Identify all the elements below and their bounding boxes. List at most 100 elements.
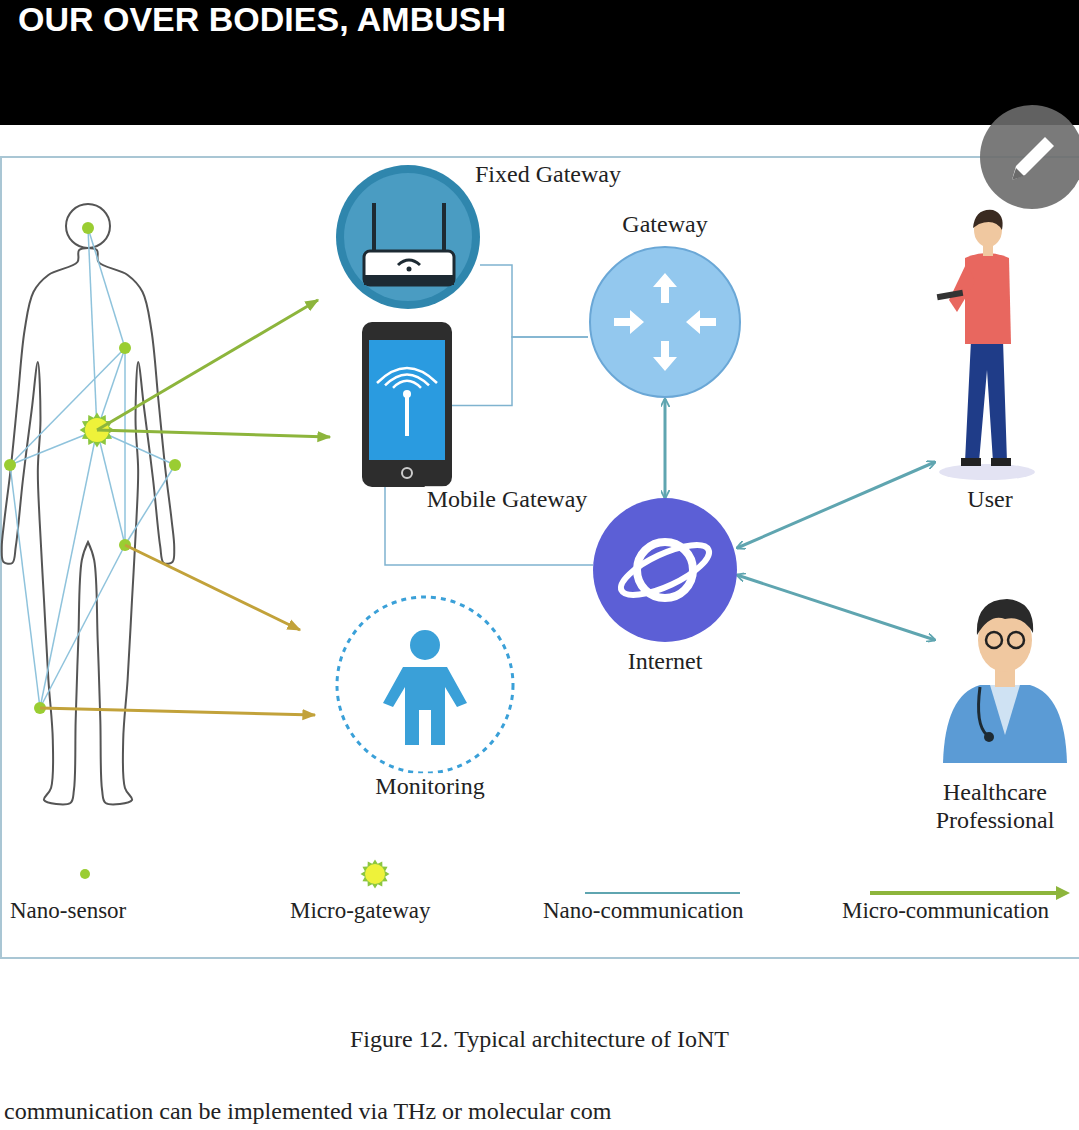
micro-link — [40, 708, 315, 715]
router-body — [364, 251, 454, 285]
node-label: Mobile Gateway — [425, 486, 590, 514]
node-label: Fixed Gateway — [473, 161, 623, 189]
legend-sample — [870, 886, 1070, 900]
legend-sample — [585, 893, 740, 894]
legend-label: Nano-communication — [543, 898, 744, 924]
gateway-disc — [344, 173, 472, 301]
nano-link — [125, 465, 175, 545]
coat — [943, 685, 1067, 763]
nano-link — [88, 228, 125, 348]
edit-button — [980, 105, 1079, 209]
nano-link — [10, 348, 125, 465]
shadow — [939, 464, 1035, 480]
body-text: communication can be implemented via THz… — [4, 1098, 611, 1126]
header-band — [0, 0, 1079, 125]
header-text: OUR OVER BODIES, AMBUSH — [18, 0, 506, 39]
figure-border — [0, 957, 1079, 959]
body-outline — [2, 248, 175, 804]
legend-arrowhead — [1056, 886, 1070, 900]
nano-sensor — [4, 459, 16, 471]
stethoscope — [979, 687, 987, 735]
router-base — [364, 275, 454, 285]
legend-label: Nano-sensor — [10, 898, 126, 924]
shirt — [965, 253, 1011, 344]
connector — [452, 337, 588, 406]
micro-gateway-rays — [361, 860, 390, 889]
internet-disc — [593, 498, 737, 642]
node-icon — [593, 498, 737, 642]
internet-cloud: Internet — [593, 498, 737, 642]
phone-button — [402, 468, 412, 478]
nano-link — [88, 228, 97, 430]
micro-gateway-core — [365, 864, 385, 884]
fixed-gateway: Fixed Gateway — [336, 165, 480, 309]
glasses — [986, 632, 1002, 648]
legend-arrow — [870, 891, 1066, 895]
monitor-ring — [337, 597, 513, 773]
connector — [664, 399, 667, 498]
hair — [973, 210, 1003, 230]
wifi-arc — [393, 381, 421, 388]
legend-sample — [80, 869, 90, 879]
nano-link — [40, 545, 125, 708]
mobile-gateway: Mobile Gateway — [362, 322, 452, 487]
node-icon — [588, 245, 742, 399]
arm — [949, 262, 975, 312]
wifi-dot — [403, 390, 411, 398]
connector — [737, 575, 935, 640]
node-label: Monitoring — [373, 773, 486, 801]
planet-ring — [615, 535, 716, 605]
antenna — [442, 203, 446, 257]
connector — [480, 265, 588, 337]
shoe — [961, 458, 981, 466]
gateway-disc — [590, 247, 740, 397]
connector — [385, 487, 593, 565]
node-icon — [935, 200, 1045, 480]
micro-link — [125, 545, 300, 630]
figure-body — [383, 667, 467, 745]
legend-line — [585, 892, 740, 894]
nano-link — [124, 348, 126, 545]
nano-link — [97, 430, 125, 545]
antenna — [372, 203, 376, 257]
antenna-bar — [405, 396, 409, 436]
micro-link — [97, 300, 318, 430]
wifi-arc — [398, 260, 420, 265]
nano-sensor — [169, 459, 181, 471]
legend-sample — [361, 860, 390, 889]
figure-border — [0, 156, 1079, 158]
tablet — [937, 290, 964, 300]
shirt — [990, 685, 1020, 735]
shoe — [991, 458, 1011, 466]
nano-sensor — [82, 222, 94, 234]
hair — [977, 599, 1033, 635]
routing-arrow — [614, 310, 644, 334]
phone-screen — [369, 340, 445, 460]
node-label: User — [965, 486, 1014, 514]
node-label: Gateway — [620, 211, 709, 239]
stethoscope-head — [984, 732, 994, 742]
routing-arrow — [686, 310, 716, 334]
routing-arrow — [653, 273, 677, 303]
routing-arrow — [653, 341, 677, 371]
gateway-disc — [336, 165, 480, 309]
node-icon — [335, 595, 515, 775]
gateway-router: Gateway — [588, 245, 742, 399]
nano-link — [40, 430, 97, 708]
wifi-arc — [377, 368, 437, 383]
node-icon — [935, 585, 1075, 765]
figure-head — [410, 630, 440, 660]
figure-caption: Figure 12. Typical architecture of IoNT — [0, 1026, 1079, 1054]
legend-label: Micro-gateway — [290, 898, 431, 924]
connector — [737, 462, 935, 548]
healthcare-figure: Healthcare Professional — [935, 585, 1075, 765]
node-icon — [362, 322, 452, 487]
glasses — [1008, 632, 1024, 648]
phone-body — [362, 322, 452, 487]
trousers — [965, 340, 1007, 462]
node-label: Healthcare Professional — [934, 779, 1057, 834]
legend-label: Micro-communication — [842, 898, 1049, 924]
human-body — [2, 204, 330, 804]
micro-link — [97, 430, 330, 437]
